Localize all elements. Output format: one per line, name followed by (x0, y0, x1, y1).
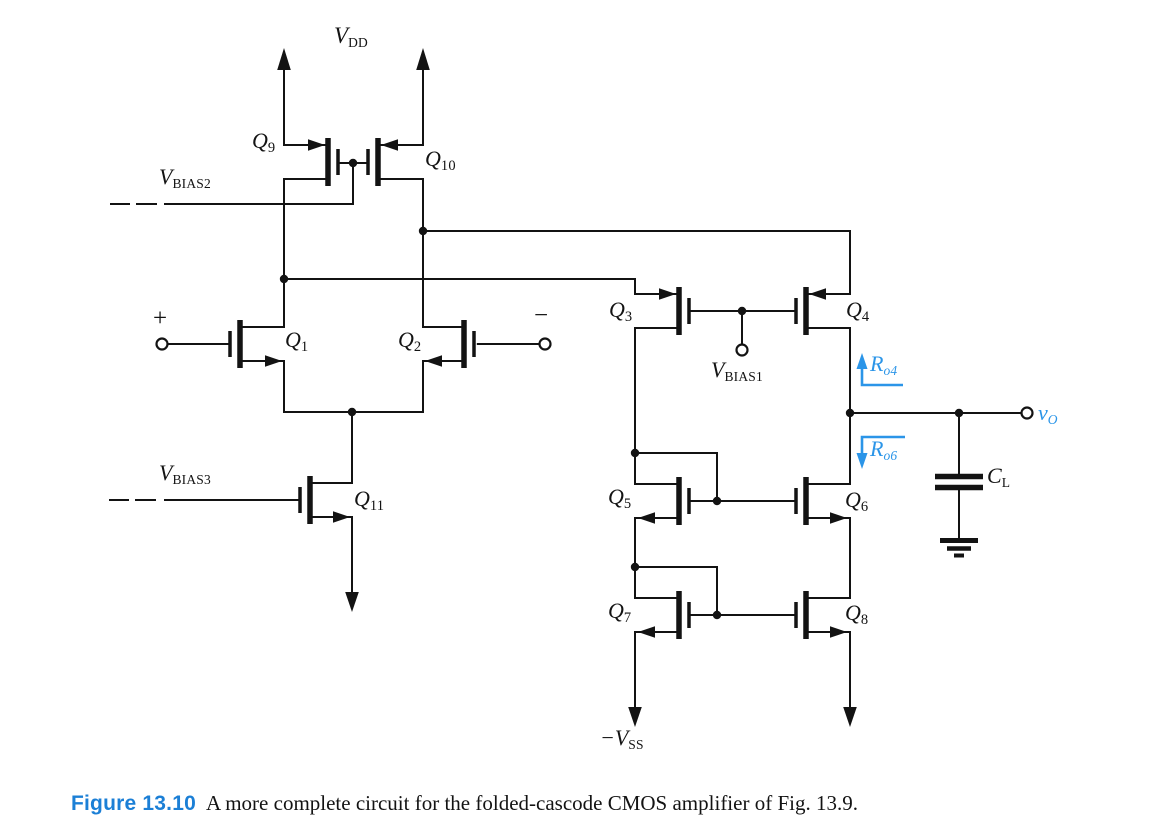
input-plus-sign: + (153, 305, 168, 332)
input-minus-terminal (538, 337, 552, 351)
input-plus-terminal (155, 337, 169, 351)
figure-caption-text: A more complete circuit for the folded-c… (205, 791, 858, 815)
load-capacitor (935, 412, 983, 539)
ro4-arrow-icon (856, 353, 903, 387)
vo-label: vO (1038, 400, 1058, 427)
q8-tail-arrow-icon (843, 707, 857, 727)
q6-source-arrow-icon (830, 512, 847, 524)
q3-source-arrow-icon (659, 288, 676, 300)
transistor-q1 (155, 278, 285, 413)
q9-label: Q9 (252, 128, 276, 157)
q4-source-arrow-icon (809, 288, 826, 300)
q7-tail-arrow-icon (628, 707, 642, 727)
vss-label: −VSS (600, 725, 644, 752)
vbias3-label: VBIAS3 (159, 460, 211, 487)
q7-source-arrow-icon (638, 626, 655, 638)
vbias2-label: VBIAS2 (159, 164, 211, 191)
q2-source-arrow-icon (425, 355, 442, 367)
q10-label: Q10 (425, 146, 456, 175)
transistor-q6 (794, 477, 851, 599)
transistor-q5 (634, 477, 691, 599)
ro4-label: Ro4 (870, 351, 898, 378)
output-terminal (1020, 406, 1034, 420)
q5-q6-gate-net (630, 448, 795, 506)
q5-label: Q5 (608, 484, 632, 513)
ground-icon (940, 538, 978, 558)
q7-label: Q7 (608, 598, 632, 627)
q3-label: Q3 (609, 297, 633, 326)
q5-source-arrow-icon (638, 512, 655, 524)
q4-label: Q4 (846, 297, 870, 326)
q8-label: Q8 (845, 600, 869, 629)
q9-q10-gate-net (110, 158, 367, 205)
q2-label: Q2 (398, 327, 422, 356)
q3-q4-gate-net (690, 306, 795, 357)
vdd-label: VDD (334, 23, 368, 50)
input-minus-sign: − (534, 302, 549, 329)
transistor-q10 (366, 138, 424, 232)
transistor-q9 (283, 138, 340, 280)
figure-caption: Figure 13.10 A more complete circuit for … (71, 791, 858, 816)
transistor-q2 (422, 230, 552, 413)
ro6-label: Ro6 (870, 436, 898, 463)
q11-tail-arrow-icon (345, 592, 359, 612)
cl-label: CL (987, 463, 1011, 490)
transistor-q11 (109, 476, 359, 612)
q1-source-arrow-icon (265, 355, 282, 367)
q1-label: Q1 (285, 327, 309, 356)
transistor-q8 (794, 591, 857, 727)
q10-source-arrow-icon (381, 139, 398, 151)
output-net (845, 406, 1034, 420)
q11-source-arrow-icon (333, 511, 350, 523)
vdd-arrow-right-icon (416, 48, 430, 146)
vbias1-terminal (735, 343, 749, 357)
transistor-q3 (634, 287, 691, 485)
fold-wires (279, 226, 851, 295)
ro6-arrow-icon (856, 435, 905, 469)
diff-pair-tail-net (283, 407, 424, 484)
q8-source-arrow-icon (830, 626, 847, 638)
q9-source-arrow-icon (308, 139, 325, 151)
transistor-q4 (794, 287, 851, 485)
q11-label: Q11 (354, 486, 385, 515)
figure-caption-number: Figure 13.10 (71, 792, 196, 815)
q7-q8-gate-net (630, 562, 795, 620)
transistor-q7 (628, 591, 691, 727)
vdd-arrow-left-icon (277, 48, 291, 146)
vbias1-label: VBIAS1 (711, 357, 763, 384)
q6-label: Q6 (845, 487, 869, 516)
